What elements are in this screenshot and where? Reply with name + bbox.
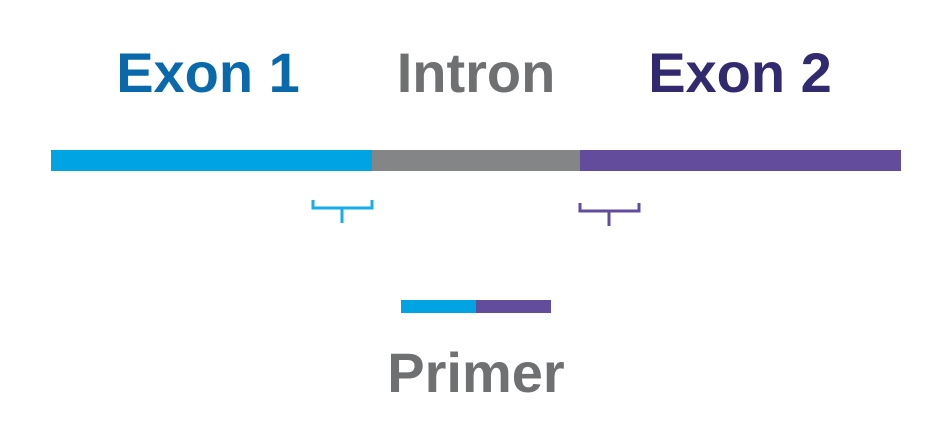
primer-label: Primer [387, 341, 564, 404]
exon2-segment [580, 150, 901, 171]
intron-label: Intron [397, 41, 556, 104]
primer-exon2-part [476, 300, 551, 313]
exon1-label: Exon 1 [116, 41, 300, 104]
exon2-primer-bracket [578, 203, 641, 226]
exon2-label: Exon 2 [648, 41, 832, 104]
exon1-segment [51, 150, 372, 171]
primer-exon1-part [401, 300, 476, 313]
exon1-primer-bracket [311, 200, 374, 223]
intron-segment [372, 150, 580, 171]
